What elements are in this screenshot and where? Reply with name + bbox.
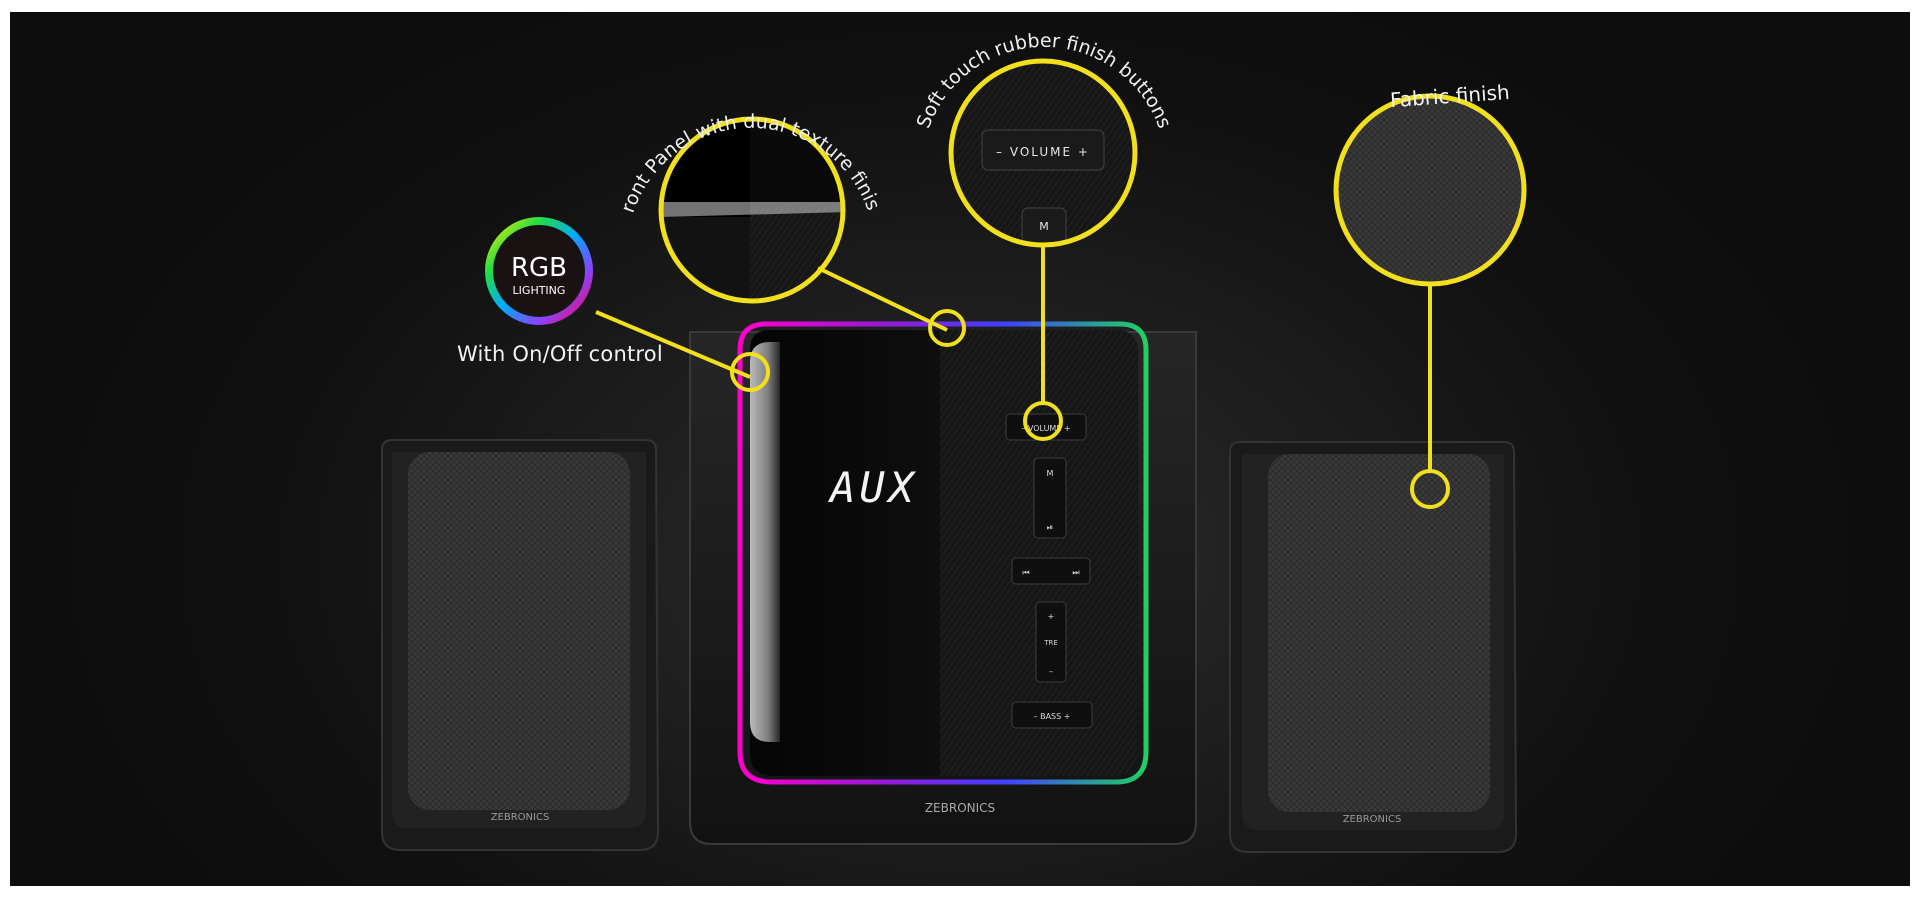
treble-minus-label: – (1049, 667, 1053, 676)
rgb-light-strip (737, 321, 1149, 785)
front-panel-callout: Front Panel with dual texture finish (10, 12, 966, 347)
left-speaker-grille (408, 452, 630, 810)
rgb-lighting-badge: RGB LIGHTING (485, 217, 593, 325)
bass-button[interactable]: – BASS + (1011, 701, 1093, 729)
previous-track-icon: ⏮ (1022, 568, 1029, 577)
next-track-icon: ⏭ (1072, 568, 1079, 577)
subwoofer: AUX – VOLUME + M ⏯ ⏮ ⏭ + TRE – (689, 321, 1197, 845)
fabric-callout (1333, 93, 1527, 509)
treble-plus-label: + (1048, 612, 1055, 621)
rgb-control-label: With On/Off control (457, 342, 663, 366)
volume-zoom-label: – VOLUME + (996, 145, 1090, 159)
bass-button-label: – BASS + (1034, 712, 1071, 721)
right-speaker-brand: ZEBRONICS (1343, 814, 1402, 825)
left-speaker: ZEBRONICS (381, 439, 660, 851)
right-speaker-grille (1268, 454, 1490, 812)
rgb-callout-line (595, 310, 751, 379)
treble-button[interactable]: + TRE – (1035, 601, 1067, 683)
prev-next-button[interactable]: ⏮ ⏭ (1011, 557, 1091, 585)
left-speaker-brand: ZEBRONICS (491, 812, 550, 823)
led-display: AUX (827, 463, 918, 512)
play-pause-icon: ⏯ (1047, 523, 1053, 532)
speaker-system-illustration: ZEBRONICS ZEBRONICS AUX – VOLUME + (10, 12, 1527, 853)
right-speaker: ZEBRONICS (1229, 441, 1518, 853)
mode-button-label: M (1047, 469, 1054, 478)
rgb-badge-subtitle: LIGHTING (513, 284, 566, 297)
volume-button[interactable]: – VOLUME + (1005, 413, 1087, 441)
subwoofer-brand: ZEBRONICS (925, 801, 995, 815)
mode-play-button[interactable]: M ⏯ (1033, 457, 1067, 539)
glossy-display-panel (750, 330, 940, 776)
textured-control-panel (940, 330, 1138, 776)
rgb-callout-marker (730, 352, 770, 392)
mode-zoom-label: M (1039, 220, 1049, 233)
rgb-badge-title: RGB (511, 253, 567, 283)
product-feature-banner: ZEBRONICS ZEBRONICS AUX – VOLUME + (10, 12, 1910, 886)
treble-label: TRE (1043, 639, 1058, 647)
volume-button-label: – VOLUME + (1021, 424, 1070, 433)
